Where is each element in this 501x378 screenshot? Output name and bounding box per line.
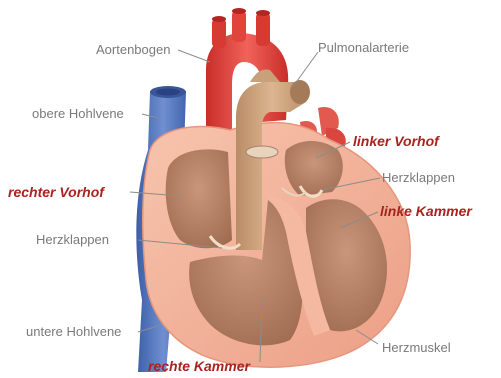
label-heart-valves-right: Herzklappen	[382, 170, 455, 186]
label-right-atrium: rechter Vorhof	[8, 184, 104, 200]
right-atrium-chamber	[166, 149, 232, 248]
label-inferior-vena-cava: untere Hohlvene	[26, 324, 121, 340]
label-left-ventricle: linke Kammer	[380, 203, 472, 219]
leader-aortic-arch	[178, 50, 210, 62]
label-pulmonary-artery: Pulmonalarterie	[318, 40, 409, 56]
label-heart-muscle: Herzmuskel	[382, 340, 451, 356]
label-superior-vena-cava: obere Hohlvene	[32, 106, 124, 122]
label-right-ventricle: rechte Kammer	[148, 358, 250, 374]
label-left-atrium: linker Vorhof	[353, 133, 439, 149]
label-aortic-arch: Aortenbogen	[96, 42, 170, 58]
label-heart-valves-left: Herzklappen	[36, 232, 109, 248]
